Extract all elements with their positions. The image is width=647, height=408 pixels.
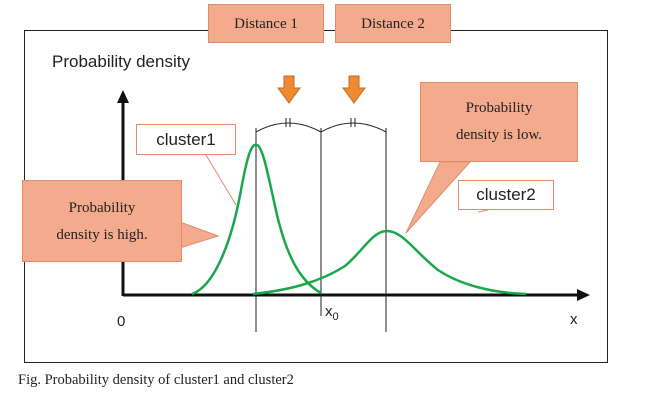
distance1-label: Distance 1 [234, 16, 298, 32]
y-axis-label: Probability density [52, 52, 190, 71]
distance2-callout: Distance 2 [335, 4, 451, 43]
cluster1-curve [191, 143, 322, 296]
cluster2-curve [252, 229, 527, 296]
y-axis-arrow-icon [117, 90, 129, 103]
probability-low-line1: Probability [465, 100, 533, 116]
probability-high-line2: density is high. [56, 227, 148, 243]
distance2-arrow-icon [342, 75, 366, 104]
origin-label: 0 [117, 313, 126, 330]
probability-low-line2: density is low. [455, 127, 543, 143]
distance1-callout: Distance 1 [208, 4, 324, 43]
x0-label-main: x [325, 303, 333, 320]
cluster2-label: cluster2 [458, 180, 554, 210]
x-axis-label: x [570, 311, 578, 328]
cluster2-leader [477, 209, 489, 213]
callout-low-tail [405, 161, 472, 234]
cluster1-leader [205, 154, 237, 206]
probability-low-callout: Probability density is low. [420, 82, 578, 162]
x0-label: x0 [325, 303, 339, 323]
distance2-label: Distance 2 [361, 16, 425, 32]
cluster1-label: cluster1 [136, 124, 236, 155]
callout-high-tail [179, 221, 220, 249]
x-axis-arrow-icon [577, 289, 590, 301]
distance1-brace [255, 122, 322, 133]
probability-high-line1: Probability [68, 200, 136, 216]
distance1-arrow-icon [277, 75, 301, 104]
figure-caption: Fig. Probability density of cluster1 and… [18, 372, 294, 388]
probability-high-callout: Probability density is high. [22, 180, 182, 262]
x0-label-sub: 0 [332, 311, 339, 323]
distance2-brace [320, 122, 387, 133]
